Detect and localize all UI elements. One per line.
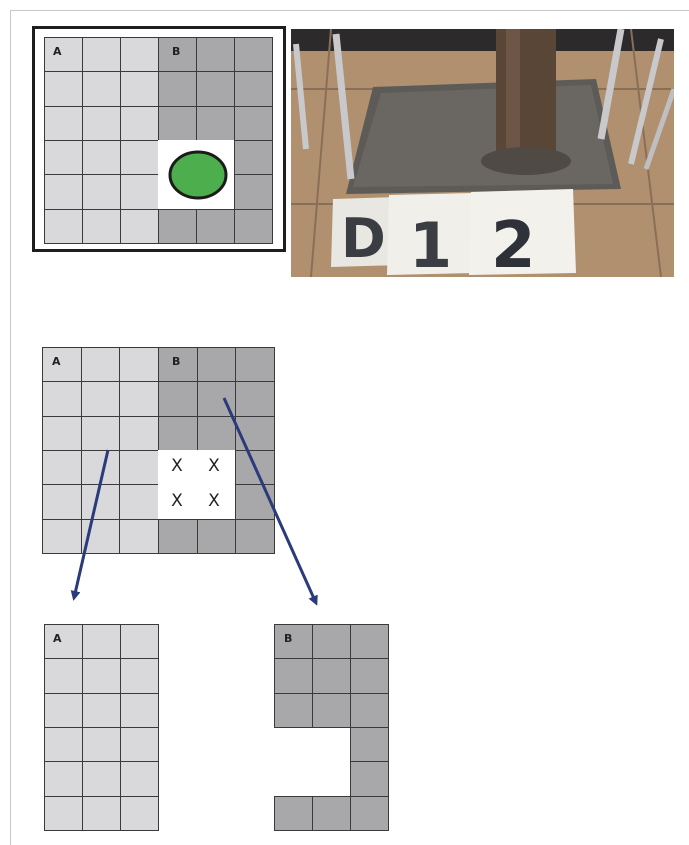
split-grid-a — [44, 624, 158, 830]
grid-cell — [350, 658, 389, 693]
grid-cell — [274, 658, 313, 693]
grid-cell — [312, 693, 351, 728]
grid-cell — [274, 693, 313, 728]
grid-cell — [44, 761, 83, 796]
grid-cell — [82, 727, 121, 762]
grid-cell — [120, 693, 159, 728]
grid-cell — [82, 761, 121, 796]
grid-cell — [350, 761, 389, 796]
grid-cell — [350, 796, 389, 831]
grid-cell — [44, 693, 83, 728]
grid-cell — [350, 693, 389, 728]
grid-cell — [44, 624, 83, 659]
grid-cell — [274, 624, 313, 659]
grid-cell — [120, 727, 159, 762]
grid-cell — [82, 658, 121, 693]
grid-cell — [120, 624, 159, 659]
grid-cell — [312, 658, 351, 693]
grid-cell — [312, 624, 351, 659]
split-grid-b — [274, 624, 388, 830]
grid-cell — [350, 727, 389, 762]
arrow-to-b — [224, 398, 316, 603]
split-a-label: A — [53, 632, 62, 645]
grid-cell — [44, 796, 83, 831]
grid-cell — [44, 727, 83, 762]
arrow-to-a — [74, 450, 108, 598]
grid-cell — [120, 658, 159, 693]
grid-cell — [120, 761, 159, 796]
grid-cell — [312, 796, 351, 831]
grid-cell — [120, 796, 159, 831]
grid-cell — [82, 796, 121, 831]
grid-cell — [82, 693, 121, 728]
grid-cell — [350, 624, 389, 659]
grid-cell — [274, 796, 313, 831]
grid-cell — [44, 658, 83, 693]
grid-cell — [82, 624, 121, 659]
split-b-label: B — [284, 632, 292, 645]
